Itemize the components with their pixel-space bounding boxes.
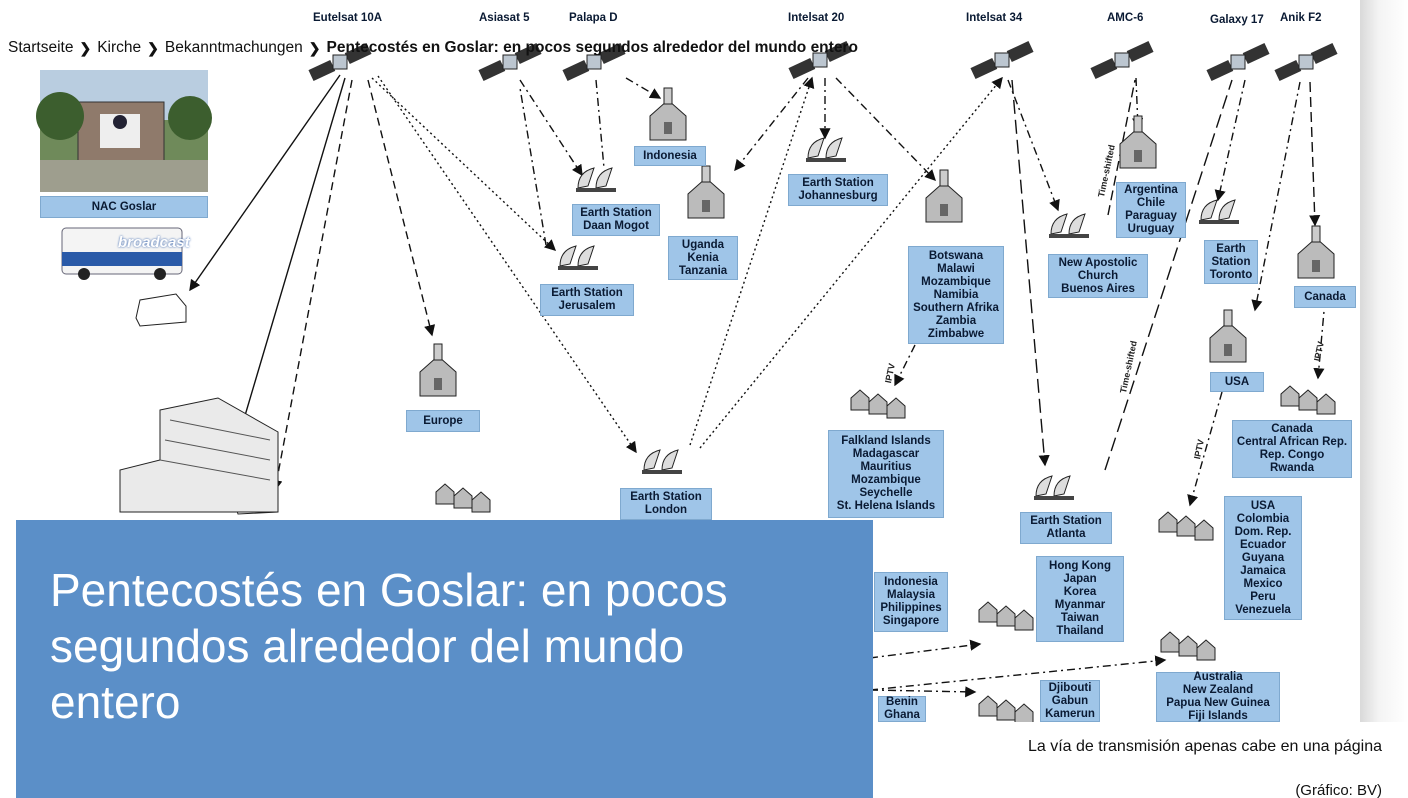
chevron-right-icon: ❯ bbox=[147, 39, 159, 56]
image-shadow bbox=[1360, 0, 1408, 722]
chevron-right-icon: ❯ bbox=[79, 39, 92, 56]
satellite-label-eutelsat-10a: Eutelsat 10A bbox=[313, 12, 383, 24]
satellite-label-galaxy-17: Galaxy 17 bbox=[1210, 14, 1264, 26]
box-earth-station-atlanta: Earth Station Atlanta bbox=[1020, 512, 1112, 544]
chevron-right-icon: ❯ bbox=[308, 39, 321, 56]
image-caption: La vía de transmisión apenas cabe en una… bbox=[1027, 738, 1382, 755]
box-earth-station-daan-mogot: Earth Station Daan Mogot bbox=[572, 204, 660, 236]
article-title-panel: Pentecostés en Goslar: en pocos segundos… bbox=[16, 520, 873, 798]
box-earth-station-johannesburg: Earth Station Johannesburg bbox=[788, 174, 888, 206]
satellite-label-anik-f2: Anik F2 bbox=[1280, 12, 1322, 24]
satellite-label-asiasat-5: Asiasat 5 bbox=[479, 12, 530, 24]
box-djibouti-group: Djibouti Gabun Kamerun bbox=[1040, 680, 1100, 722]
page-title: Pentecostés en Goslar: en pocos segundos… bbox=[50, 564, 728, 728]
satellite-label-intelsat-20: Intelsat 20 bbox=[788, 12, 845, 24]
box-uganda-kenia-tanzania: Uganda Kenia Tanzania bbox=[668, 236, 738, 280]
box-earth-station-london: Earth Station London bbox=[620, 488, 712, 520]
satellite-label-intelsat-34: Intelsat 34 bbox=[966, 12, 1023, 24]
box-argentina-group: Argentina Chile Paraguay Uruguay bbox=[1116, 182, 1186, 238]
box-falkland-group: Falkland Islands Madagascar Mauritius Mo… bbox=[828, 430, 944, 518]
broadcast-van-text: broadcast bbox=[118, 234, 190, 251]
breadcrumb-link-church[interactable]: Kirche bbox=[97, 39, 142, 56]
box-canada-car-group: Canada Central African Rep. Rep. Congo R… bbox=[1232, 420, 1352, 478]
breadcrumb-current: Pentecostés en Goslar: en pocos segundos… bbox=[326, 39, 858, 56]
breadcrumb: Startseite ❯ Kirche ❯ Bekanntmachungen ❯… bbox=[8, 38, 858, 58]
box-earth-station-toronto: Earth Station Toronto bbox=[1204, 240, 1258, 284]
box-indonesia: Indonesia bbox=[634, 146, 706, 166]
box-indonesia-group: Indonesia Malaysia Philippines Singapore bbox=[874, 572, 948, 632]
box-earth-station-jerusalem: Earth Station Jerusalem bbox=[540, 284, 634, 316]
image-credit: (Gráfico: BV) bbox=[1295, 782, 1382, 798]
box-canada: Canada bbox=[1294, 286, 1356, 308]
diagram-graphics bbox=[36, 40, 1339, 722]
box-australia-group: Australia New Zealand Papua New Guinea F… bbox=[1156, 671, 1280, 722]
box-usa-latam-group: USA Colombia Dom. Rep. Ecuador Guyana Ja… bbox=[1224, 496, 1302, 620]
box-hong-kong-group: Hong Kong Japan Korea Myanmar Taiwan Tha… bbox=[1036, 556, 1124, 642]
box-europe: Europe bbox=[406, 410, 480, 432]
box-usa: USA bbox=[1210, 372, 1264, 392]
breadcrumb-link-announcements[interactable]: Bekanntmachungen bbox=[164, 39, 303, 56]
box-nac-buenos-aires: New Apostolic Church Buenos Aires bbox=[1048, 254, 1148, 298]
box-benin-group: Benin Ghana bbox=[878, 696, 926, 722]
satellite-label-amc-6: AMC-6 bbox=[1107, 12, 1144, 24]
box-botswana-group: Botswana Malawi Mozambique Namibia South… bbox=[908, 246, 1004, 344]
box-nac-goslar: NAC Goslar bbox=[40, 196, 208, 218]
satellite-label-palapa-d: Palapa D bbox=[569, 12, 618, 24]
breadcrumb-link-home[interactable]: Startseite bbox=[8, 39, 74, 56]
